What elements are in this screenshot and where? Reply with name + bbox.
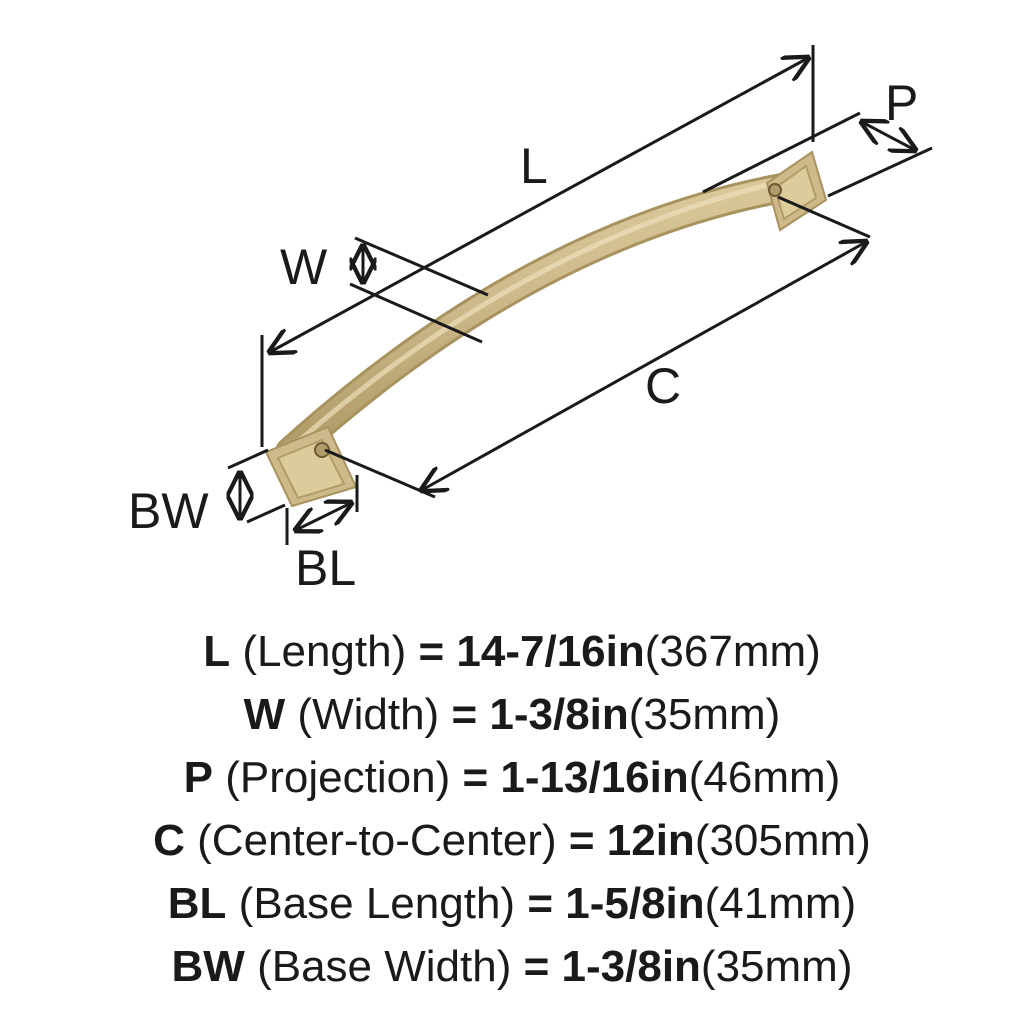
spec-code: BW (171, 942, 245, 991)
spec-code: P (183, 753, 214, 802)
specification-list: L (Length) = 14-7/16in(367mm) W (Width) … (0, 620, 1024, 998)
spec-base-length: BL (Base Length) = 1-5/8in(41mm) (0, 872, 1024, 935)
spec-metric: (46mm) (688, 753, 841, 802)
left-base (264, 425, 358, 508)
spec-code: BL (167, 879, 227, 928)
spec-imperial: 14-7/16in (456, 627, 645, 676)
dimension-diagram: L W P C BW BL (128, 45, 933, 596)
label-length: L (520, 138, 548, 194)
spec-name: (Width) (297, 690, 440, 739)
spec-metric: (367mm) (644, 627, 821, 676)
spec-imperial: 1-5/8in (565, 879, 705, 928)
spec-metric: (35mm) (700, 942, 853, 991)
spec-eq: = (527, 879, 554, 928)
spec-eq: = (523, 942, 550, 991)
cabinet-pull-handle (264, 150, 828, 508)
spec-code: W (243, 690, 286, 739)
spec-code: L (203, 627, 231, 676)
spec-imperial: 12in (606, 816, 695, 865)
spec-metric: (35mm) (628, 690, 781, 739)
spec-name: (Base Length) (238, 879, 516, 928)
spec-center-to-center: C (Center-to-Center) = 12in(305mm) (0, 809, 1024, 872)
spec-imperial: 1-3/8in (489, 690, 629, 739)
spec-eq: = (462, 753, 489, 802)
spec-projection: P (Projection) = 1-13/16in(46mm) (0, 746, 1024, 809)
handle-bar (275, 173, 797, 467)
dimension-lines (228, 45, 933, 545)
spec-name: (Center-to-Center) (197, 816, 557, 865)
spec-width: W (Width) = 1-3/8in(35mm) (0, 683, 1024, 746)
spec-base-width: BW (Base Width) = 1-3/8in(35mm) (0, 935, 1024, 998)
label-base-width: BW (128, 483, 209, 539)
spec-code: C (153, 816, 185, 865)
right-base (765, 150, 828, 232)
spec-eq: = (418, 627, 445, 676)
label-projection: P (885, 75, 918, 131)
spec-metric: (41mm) (704, 879, 857, 928)
label-base-length: BL (295, 540, 356, 596)
spec-imperial: 1-13/16in (500, 753, 689, 802)
label-width: W (280, 239, 328, 295)
spec-imperial: 1-3/8in (561, 942, 701, 991)
spec-metric: (305mm) (694, 816, 871, 865)
label-center-to-center: C (645, 358, 681, 414)
spec-name: (Projection) (225, 753, 451, 802)
spec-eq: = (451, 690, 478, 739)
spec-name: (Length) (242, 627, 407, 676)
spec-length: L (Length) = 14-7/16in(367mm) (0, 620, 1024, 683)
spec-eq: = (568, 816, 595, 865)
spec-name: (Base Width) (257, 942, 512, 991)
